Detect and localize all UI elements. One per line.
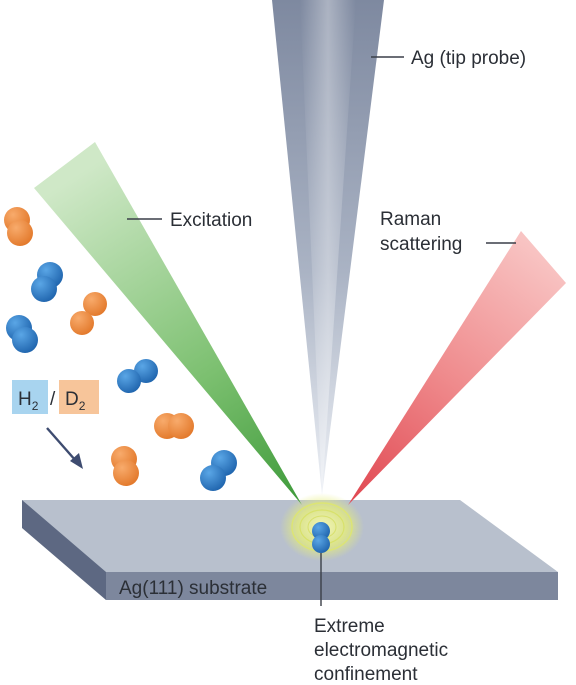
h2-d2-separator: / [50,389,56,410]
raman-label-line2: scattering [380,234,462,255]
substrate-label: Ag(111) substrate [119,578,267,599]
adsorption-arrow [46,427,83,469]
confinement-label-line3: confinement [314,664,418,685]
confinement-label-line2: electromagnetic [314,640,448,661]
tip-probe [272,0,384,495]
h2-molecule [117,359,158,393]
d2-label-box [59,380,99,414]
excitation-label: Excitation [170,210,252,231]
excitation-beam [34,142,302,505]
raman-beam [348,231,566,505]
d2-molecule [70,292,107,335]
d2-label: D2 [65,389,86,413]
d2-molecule [4,207,33,246]
substrate-front-face [106,572,558,600]
tip-probe-label: Ag (tip probe) [411,48,526,69]
adsorbed-molecule [312,522,330,553]
h2-molecule [6,315,38,353]
h2-label: H2 [18,389,39,413]
h2-molecule [31,262,63,302]
d2-molecule [111,446,139,486]
confinement-label-line1: Extreme [314,616,385,637]
h2-molecule [200,450,237,491]
raman-label-line1: Raman [380,209,441,230]
d2-molecule [154,413,194,439]
h2-label-box [12,380,48,414]
